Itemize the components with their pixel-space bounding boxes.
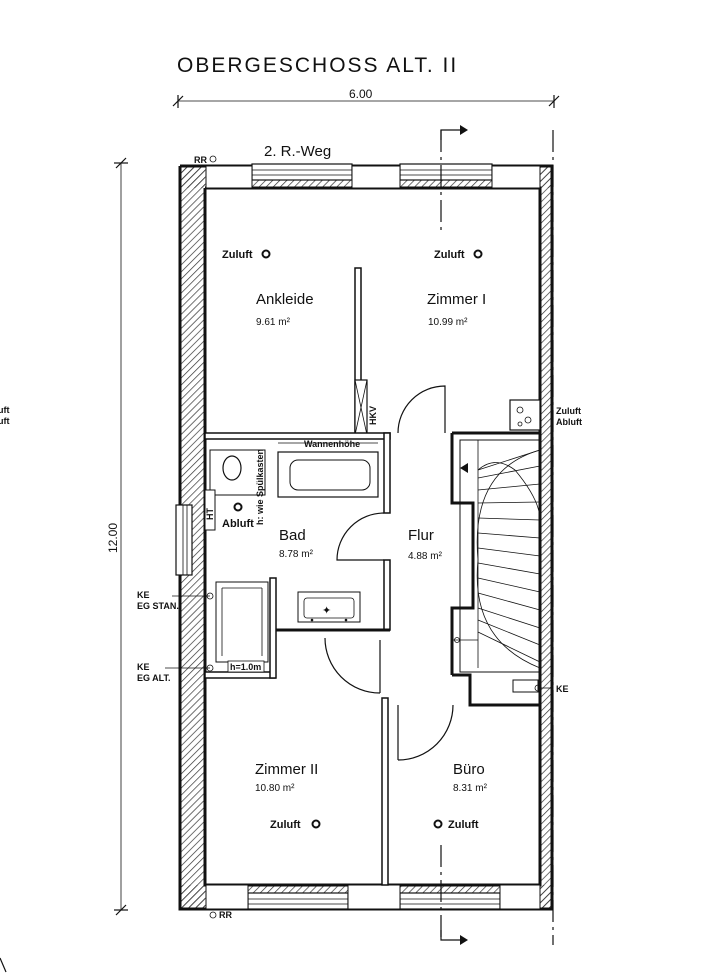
windows-top bbox=[205, 163, 541, 189]
ke-eg-alt-marker: KE EG ALT. bbox=[137, 662, 214, 683]
ke-eg-alt-line1: KE bbox=[137, 662, 150, 672]
svg-text:Zimmer II: Zimmer II bbox=[255, 761, 318, 778]
room-ankleide: Ankleide 9.61 m² bbox=[256, 291, 314, 328]
room-buero: Büro 8.31 m² bbox=[453, 761, 488, 794]
washbasin: ✦ bbox=[297, 591, 361, 623]
svg-text:8.31 m²: 8.31 m² bbox=[453, 783, 488, 794]
vent-zuluft-ankleide: Zuluft bbox=[222, 249, 271, 261]
ke-eg-stan-line1: KE bbox=[137, 590, 150, 600]
toilet: h: wie Spülkasten bbox=[209, 449, 266, 525]
svg-text:Zuluft: Zuluft bbox=[270, 819, 301, 831]
room-flur: Flur 4.88 m² bbox=[408, 527, 443, 562]
vent-zuluft-buero: Zuluft bbox=[433, 819, 479, 831]
section-marker-top bbox=[440, 125, 468, 230]
width-label: 6.00 bbox=[349, 87, 373, 101]
left-edge-text-1: uft bbox=[0, 405, 10, 415]
svg-text:Abluft: Abluft bbox=[222, 518, 254, 530]
rr-bottom-label: RR bbox=[219, 910, 232, 920]
room-zimmer-2: Zimmer II 10.80 m² bbox=[255, 761, 318, 794]
svg-text:Zuluft: Zuluft bbox=[448, 819, 479, 831]
windows-bottom bbox=[205, 884, 541, 910]
svg-text:Zuluft: Zuluft bbox=[556, 406, 581, 416]
rr-top-circle bbox=[209, 155, 217, 163]
shower-height-label: h=1.0m bbox=[230, 662, 261, 672]
vent-zuluft-zimmer-2: Zuluft bbox=[270, 819, 321, 831]
plan-title: OBERGESCHOSS ALT. II bbox=[177, 54, 458, 77]
svg-text:Abluft: Abluft bbox=[556, 417, 582, 427]
svg-text:Flur: Flur bbox=[408, 527, 434, 544]
svg-text:9.61 m²: 9.61 m² bbox=[256, 317, 291, 328]
vent-zuluft-abluft-right: Zuluft Abluft bbox=[556, 406, 582, 427]
svg-text:Büro: Büro bbox=[453, 761, 485, 778]
room-zimmer-1: Zimmer I 10.99 m² bbox=[427, 291, 486, 328]
doors bbox=[324, 385, 454, 761]
vent-shaft bbox=[509, 399, 541, 431]
left-edge-text-2: uft bbox=[0, 416, 10, 426]
height-label: 12.00 bbox=[106, 523, 120, 553]
svg-text:Ankleide: Ankleide bbox=[256, 291, 314, 308]
corner-stroke bbox=[0, 957, 7, 973]
washbasin-tap-icon: ✦ bbox=[322, 605, 331, 617]
ke-eg-alt-line2: EG ALT. bbox=[137, 673, 171, 683]
vent-abluft-bad: Abluft bbox=[222, 502, 254, 530]
svg-text:8.78 m²: 8.78 m² bbox=[279, 549, 314, 560]
svg-text:Bad: Bad bbox=[279, 527, 306, 544]
wannenhoehe-label: Wannenhöhe bbox=[304, 439, 360, 449]
hkv-label: HKV bbox=[368, 406, 378, 425]
svg-text:10.99 m²: 10.99 m² bbox=[428, 317, 468, 328]
interior-walls bbox=[204, 267, 540, 886]
window-left bbox=[175, 504, 193, 576]
bathtub: Wannenhöhe bbox=[277, 439, 379, 498]
escape-route-label: 2. R.-Weg bbox=[264, 143, 331, 160]
room-bad: Bad 8.78 m² bbox=[279, 527, 314, 560]
vent-zuluft-zimmer-1: Zuluft bbox=[434, 249, 483, 261]
svg-text:Zuluft: Zuluft bbox=[222, 249, 253, 261]
height-dimension: 12.00 bbox=[106, 157, 128, 916]
rr-bottom-circle bbox=[209, 911, 217, 919]
ke-eg-stan-line2: EG STAN. bbox=[137, 601, 179, 611]
section-marker-bottom bbox=[440, 845, 468, 945]
svg-text:10.80 m²: 10.80 m² bbox=[255, 783, 295, 794]
svg-text:Zimmer I: Zimmer I bbox=[427, 291, 486, 308]
svg-text:Zuluft: Zuluft bbox=[434, 249, 465, 261]
ke-eg-stan-marker: KE EG STAN. bbox=[137, 590, 214, 611]
ke-right-marker: KE bbox=[512, 679, 569, 694]
shower: h=1.0m bbox=[215, 581, 269, 673]
ht-cabinet: HT bbox=[204, 489, 216, 531]
ke-right-label: KE bbox=[556, 684, 569, 694]
ht-label: HT bbox=[205, 508, 215, 520]
width-dimension: 6.00 bbox=[172, 87, 560, 108]
rr-top-label: RR bbox=[194, 155, 207, 165]
svg-text:4.88 m²: 4.88 m² bbox=[408, 551, 443, 562]
spuelkasten-label: h: wie Spülkasten bbox=[255, 449, 265, 525]
staircase bbox=[452, 439, 541, 673]
outer-walls bbox=[178, 164, 554, 911]
